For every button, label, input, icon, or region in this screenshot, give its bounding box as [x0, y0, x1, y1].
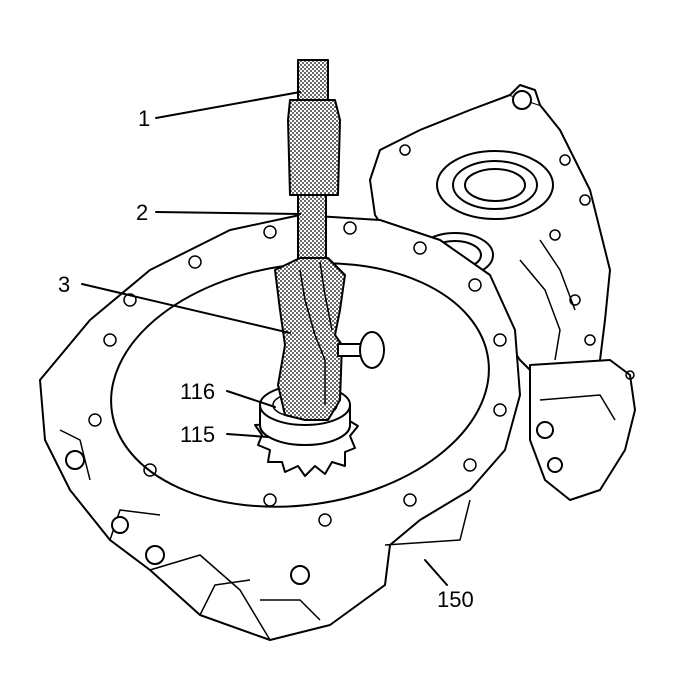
leader-3 [81, 283, 291, 334]
leader-lines [81, 91, 448, 586]
callout-115: 115 [180, 422, 215, 447]
callout-116: 116 [180, 379, 215, 404]
leader-115 [226, 433, 269, 438]
side-bracket [529, 359, 636, 501]
leader-1 [155, 91, 301, 119]
callout-2: 2 [136, 200, 148, 225]
leader-2 [155, 211, 301, 215]
leader-116 [226, 390, 276, 408]
callout-3: 3 [58, 272, 70, 297]
callout-1: 1 [138, 106, 150, 131]
callout-150: 150 [437, 587, 474, 612]
leader-150 [424, 559, 448, 586]
puller-tool [274, 59, 385, 421]
